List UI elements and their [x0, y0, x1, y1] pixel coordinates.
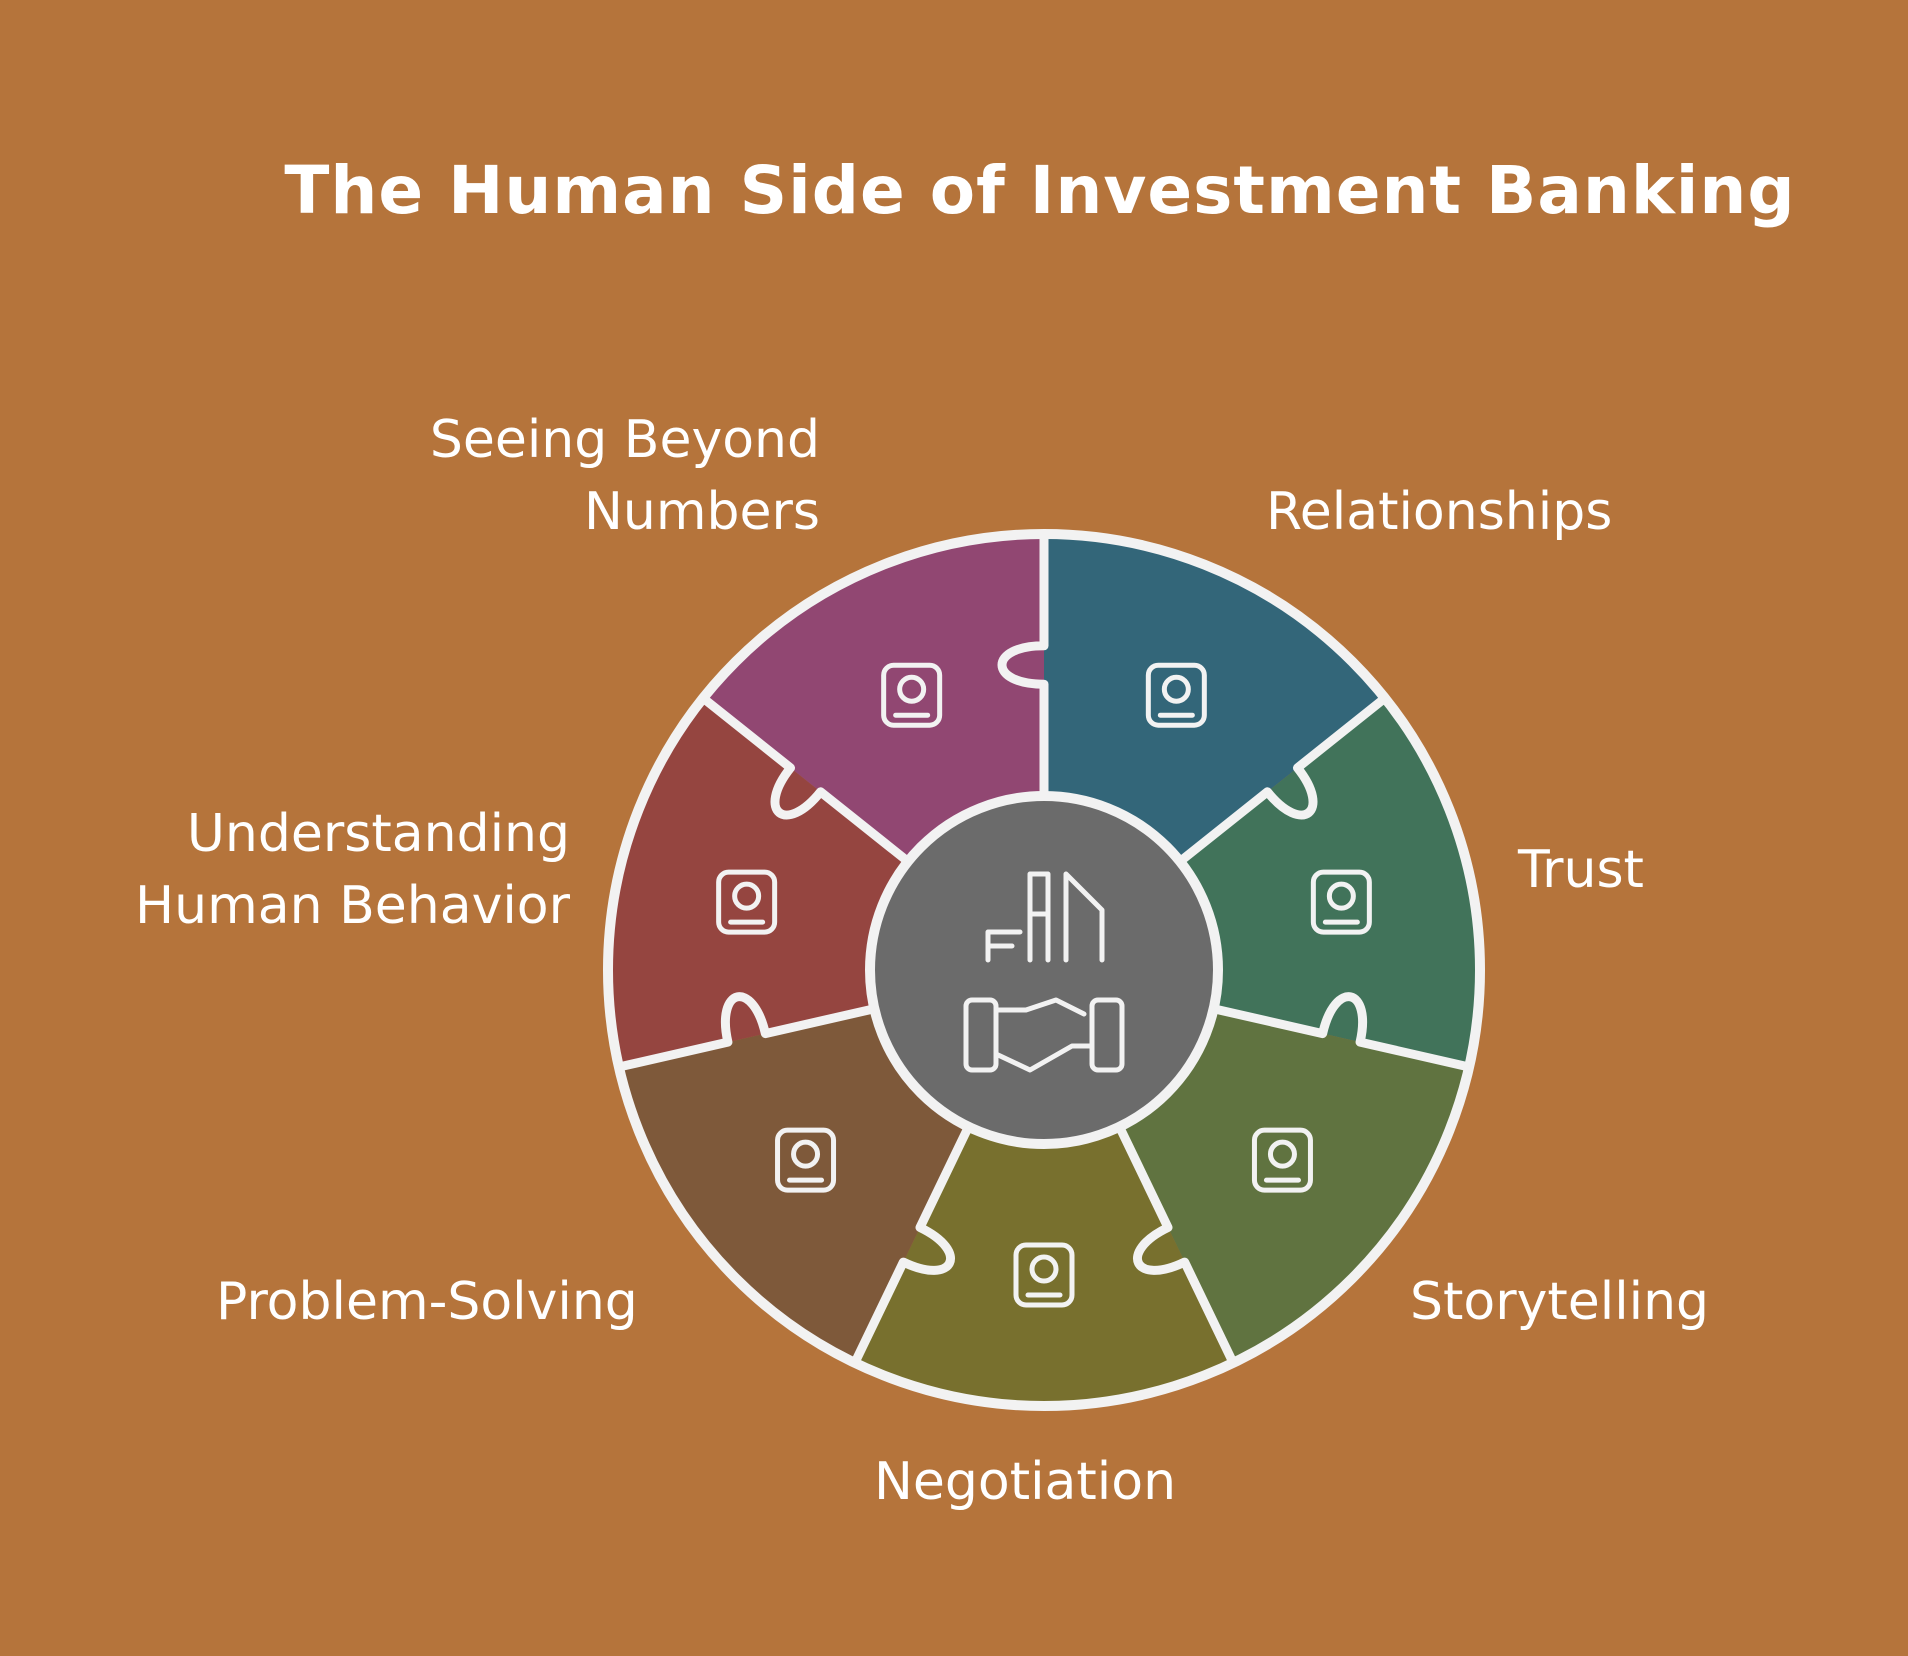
segment-divider: [850, 1122, 974, 1368]
people-idea-icon: [1145, 662, 1207, 728]
segment-seeing-beyond-numbers: [703, 534, 1044, 862]
label-line: Negotiation: [874, 1452, 1177, 1512]
outer-ring-outline: [603, 529, 1485, 1411]
label-line: Trust: [1518, 840, 1644, 900]
segment-negotiation: [854, 1126, 1234, 1406]
segment-problem-solving: [618, 1008, 969, 1363]
eye-handshake-icon: [1310, 869, 1372, 935]
segment-storytelling: [1119, 1008, 1470, 1363]
segment-divider: [1209, 992, 1474, 1072]
label-relationships: Relationships: [1266, 476, 1612, 548]
label-line: Problem-Solving: [216, 1272, 638, 1332]
segment-icons: [716, 662, 1372, 1308]
label-line: Seeing Beyond: [429, 410, 820, 470]
label-storytelling: Storytelling: [1410, 1266, 1709, 1338]
label-negotiation: Negotiation: [874, 1446, 1176, 1518]
person-lightbulb-icon: [775, 1127, 837, 1193]
label-understanding-human-behavior: Understanding Human Behavior: [60, 798, 570, 942]
segment-dividers: [614, 529, 1474, 1368]
page-title: The Human Side of Investment Banking: [284, 152, 1796, 229]
label-trust: Trust: [1518, 834, 1644, 906]
segment-divider: [997, 529, 1049, 801]
segment-divider: [614, 992, 879, 1072]
label-problem-solving: Problem-Solving: [216, 1266, 638, 1338]
label-line: Numbers: [584, 482, 820, 542]
label-line: Human Behavior: [135, 876, 570, 936]
center-hub: [865, 791, 1223, 1149]
segment-trust: [1180, 698, 1480, 1068]
head-gear-icon: [716, 869, 778, 935]
balance-scale-icon: [1013, 1242, 1075, 1308]
buildings-handshake-icon: [963, 871, 1125, 1073]
segment-relationships: [1044, 534, 1385, 862]
ring-segments: [608, 534, 1480, 1406]
label-line: Storytelling: [1410, 1272, 1710, 1332]
label-line: Understanding: [186, 804, 570, 864]
data-search-icon: [881, 662, 943, 728]
segment-understanding-human-behavior: [608, 698, 908, 1068]
open-book-icon: [1251, 1127, 1313, 1193]
label-seeing-beyond-numbers: Seeing Beyond Numbers: [380, 404, 820, 548]
segment-divider: [1115, 1122, 1238, 1368]
label-line: Relationships: [1266, 482, 1613, 542]
segment-divider: [1175, 693, 1390, 867]
segment-divider: [698, 693, 913, 867]
